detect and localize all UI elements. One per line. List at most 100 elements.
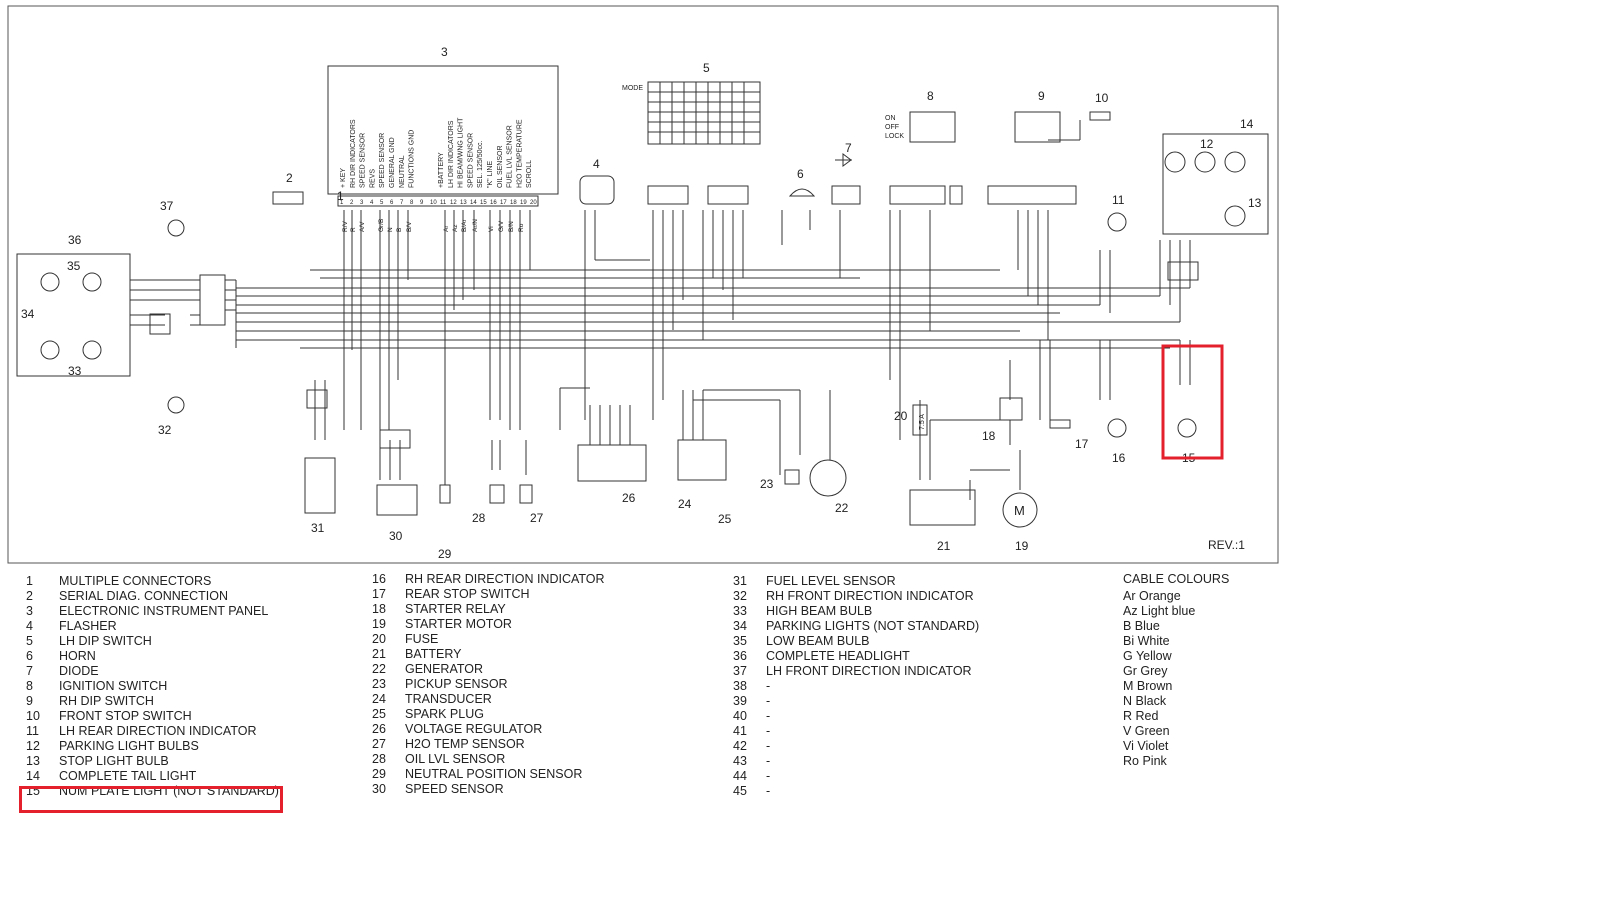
num-plate-light	[1177, 418, 1197, 438]
component-number: 28	[472, 511, 486, 525]
legend-item-text: LOW BEAM BULB	[766, 634, 870, 648]
legend-item-text: DIODE	[59, 664, 99, 678]
component-number: 12	[1200, 137, 1214, 151]
component-number: 3	[441, 45, 448, 59]
component-number: 36	[68, 233, 82, 247]
dash-wire-colour: Gr/B	[378, 219, 385, 232]
flasher	[579, 175, 615, 205]
legend-item-number: 13	[26, 754, 40, 768]
legend-item-text: -	[766, 784, 771, 798]
legend-item-text: LH REAR DIRECTION INDICATOR	[59, 724, 257, 738]
dash-wire-colour: R	[350, 227, 357, 232]
legend-item-number: 34	[733, 619, 747, 633]
legend-item-text: STARTER RELAY	[405, 602, 506, 616]
dash-pin-label: GENERAL GND	[389, 137, 396, 188]
component-number: 1	[337, 189, 344, 203]
oil-lvl-sensor	[489, 484, 505, 504]
legend-item-text: LH FRONT DIRECTION INDICATOR	[766, 664, 972, 678]
legend-item-number: 24	[372, 692, 386, 706]
legend-item-number: 10	[26, 709, 40, 723]
dash-pin-number: 7	[400, 200, 404, 206]
cable-colours-title: CABLE COLOURS	[1123, 572, 1230, 586]
dash-wire-colour: Ar/N	[472, 219, 479, 232]
speed-sensor-connector	[379, 429, 411, 449]
component-number: 23	[760, 477, 774, 491]
legend-item-number: 38	[733, 679, 747, 693]
component-number: 11	[1112, 193, 1125, 207]
horn	[788, 188, 816, 197]
front-stop-switch	[1089, 111, 1111, 121]
generator	[809, 459, 847, 497]
legend-item-text: LH DIP SWITCH	[59, 634, 152, 648]
transducer	[677, 439, 727, 481]
starter-relay	[999, 397, 1023, 421]
dash-pin-label: SPEED SENSOR	[379, 133, 386, 188]
legend-item-text: FUSE	[405, 632, 439, 646]
legend-item: 44-	[733, 769, 979, 784]
component-number: 19	[1015, 539, 1029, 553]
cable-colour-item: Ar Orange	[1123, 589, 1181, 603]
legend-item-number: 17	[372, 587, 386, 601]
legend-item-text: BATTERY	[405, 647, 462, 661]
dash-pin-number: 20	[530, 200, 537, 206]
dash-wire-colour: G/V	[498, 220, 505, 232]
legend-item-text: STOP LIGHT BULB	[59, 754, 169, 768]
cable-colour-item: B Blue	[1123, 619, 1160, 633]
component-number: 9	[1038, 89, 1045, 103]
highlight-num-plate-legend	[19, 786, 283, 813]
dash-wire-colour: Vi	[488, 226, 495, 232]
component-number: 22	[835, 501, 849, 515]
h2o-temp-sensor	[519, 484, 533, 504]
component-number: 5	[703, 61, 710, 75]
legend-item-text: SPEED SENSOR	[405, 782, 504, 796]
dash-pin-number: 1	[340, 200, 344, 206]
cable-colour-item: Az Light blue	[1123, 604, 1196, 618]
legend-item-text: PARKING LIGHT BULBS	[59, 739, 199, 753]
legend-item-number: 36	[733, 649, 747, 663]
legend-item-number: 42	[733, 739, 747, 753]
component-number: 13	[1248, 196, 1262, 210]
dash-wire-colour: Ro	[518, 223, 525, 232]
cable-colour-item: Bi White	[1123, 634, 1170, 648]
dash-pin-label: HI BEAM/WNG LIGHT	[458, 117, 465, 188]
dash-wire-colour: Az	[452, 224, 459, 232]
legend-item-number: 21	[372, 647, 386, 661]
dash-wire-colour: B/V	[406, 221, 413, 232]
component-number: 24	[678, 497, 692, 511]
component-number: 20	[894, 409, 908, 423]
headlight	[16, 253, 226, 377]
legend-item: 39-	[733, 694, 979, 709]
legend-item-text: HORN	[59, 649, 96, 663]
dash-pin-label: + KEY	[340, 168, 347, 188]
component-number: 16	[1112, 451, 1126, 465]
legend-item-text: FUEL LEVEL SENSOR	[766, 574, 896, 588]
legend-item-number: 16	[372, 572, 386, 586]
lh-rear-indicator	[1107, 212, 1127, 232]
legend-item-number: 29	[372, 767, 386, 781]
legend-item-number: 26	[372, 722, 386, 736]
legend-item-number: 22	[372, 662, 386, 676]
dash-pin-number: 2	[350, 200, 354, 206]
legend-item-number: 9	[26, 694, 33, 708]
legend-item-text: COMPLETE HEADLIGHT	[766, 649, 910, 663]
dash-pin-number: 14	[470, 200, 477, 206]
cable-colour-item: R Red	[1123, 709, 1159, 723]
component-number: 27	[530, 511, 544, 525]
highlight-num-plate-diagram	[1161, 344, 1224, 460]
fuel-level-connector	[306, 389, 328, 409]
legend-item-number: 3	[26, 604, 33, 618]
legend-item-text: COMPLETE TAIL LIGHT	[59, 769, 197, 783]
legend-item-number: 2	[26, 589, 33, 603]
